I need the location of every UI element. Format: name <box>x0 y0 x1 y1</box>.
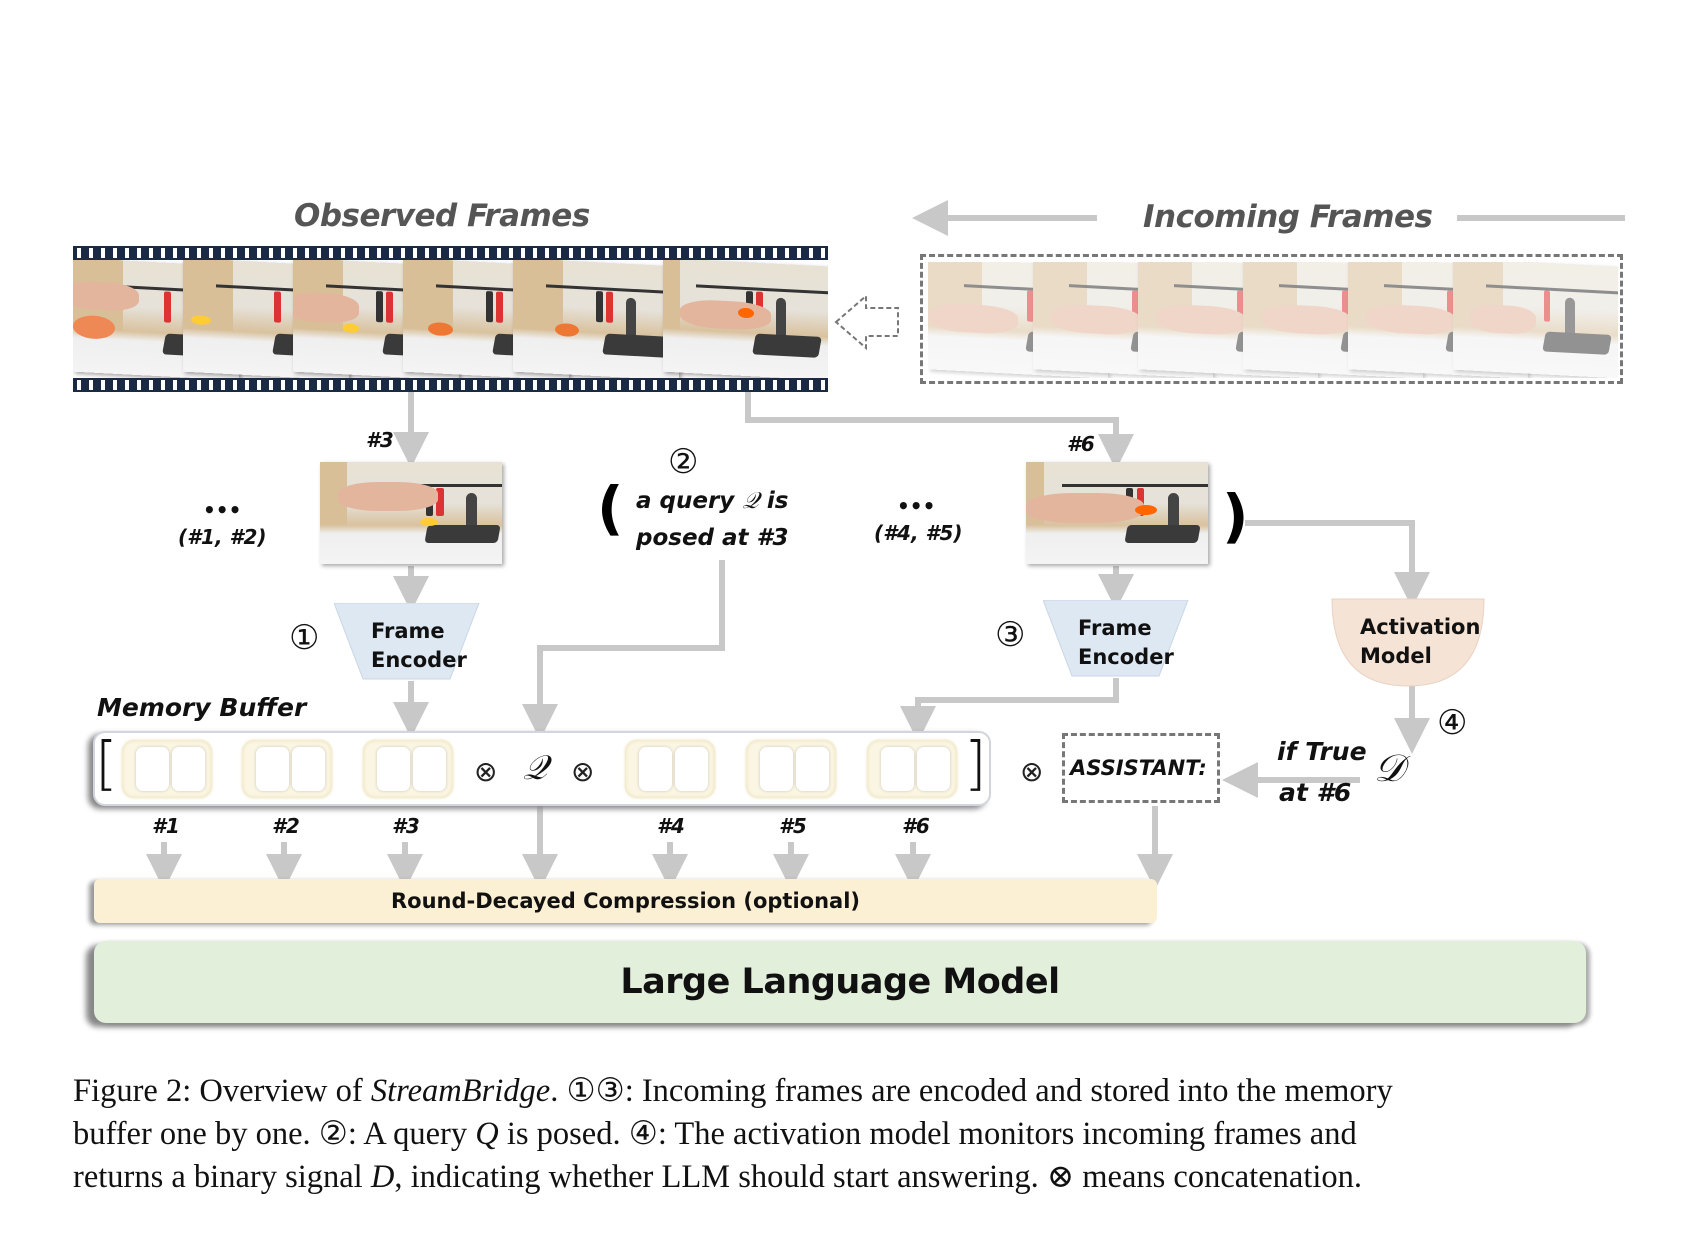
query-text-pre: a query <box>636 488 743 514</box>
caption-text: is posed. ④: The activation model monito… <box>498 1116 1357 1152</box>
caption-text: buffer one by one. ②: A query <box>73 1116 476 1152</box>
token-label: #4 <box>657 814 685 838</box>
caption-text: returns a binary signal <box>73 1159 371 1195</box>
encoder-label-line2: Encoder <box>371 648 467 672</box>
signal-d-symbol: 𝒟 <box>1374 746 1405 790</box>
caption-line-3: returns a binary signal D, indicating wh… <box>73 1156 1393 1199</box>
ellipsis-before: ••• <box>203 498 242 522</box>
incoming-frame <box>1453 262 1618 378</box>
token-label: #5 <box>779 814 807 838</box>
step-2-marker: ② <box>668 442 699 482</box>
memory-buffer-title: Memory Buffer <box>97 693 307 722</box>
frame-token-3 <box>363 740 453 798</box>
activation-model-label: Activation Model <box>1360 613 1480 671</box>
condition-line1: if True <box>1277 737 1367 766</box>
observed-frame-latest <box>663 260 828 378</box>
frame-encoder-1 <box>334 603 480 680</box>
concat-symbol: ⊗ <box>1020 755 1044 788</box>
skipped-frames-between: (#4, #5) <box>874 521 963 545</box>
frame-token-5 <box>746 740 836 798</box>
step-4-marker: ④ <box>1437 703 1468 743</box>
frame-token-4 <box>625 740 715 798</box>
frame-encoder-2-label: Frame Encoder <box>1078 614 1174 672</box>
frame-encoder-1-label: Frame Encoder <box>371 617 467 675</box>
skipped-frames-before: (#1, #2) <box>178 525 267 549</box>
round-decayed-compression-box: Round-Decayed Compression (optional) <box>94 879 1157 923</box>
arrow-to-frame6 <box>745 388 1134 470</box>
query-symbol: 𝒬 <box>742 488 759 514</box>
incoming-frames-box <box>920 254 1623 384</box>
condition-line2: at #6 <box>1279 778 1352 807</box>
encoder-label-line2: Encoder <box>1078 645 1174 669</box>
encoder-label-line1: Frame <box>1078 616 1152 640</box>
frame-token-1 <box>122 740 212 798</box>
ellipsis-between: ••• <box>897 494 936 518</box>
large-language-model-box: Large Language Model <box>94 941 1586 1023</box>
incoming-frames-title: Incoming Frames <box>1143 199 1433 235</box>
query-text-post: is <box>758 488 789 514</box>
assistant-label: ASSISTANT: <box>1070 756 1207 780</box>
llm-label: Large Language Model <box>620 962 1060 1002</box>
arrow-frame-to-activation <box>1245 520 1430 608</box>
caption-text: Figure 2: Overview of <box>73 1073 371 1109</box>
film-strip-top <box>73 246 828 260</box>
activation-label-line2: Model <box>1360 644 1432 668</box>
frame-token-6 <box>867 740 957 798</box>
caption-text: . ①③: Incoming frames are encoded and st… <box>550 1073 1393 1109</box>
frame-token-2 <box>242 740 332 798</box>
incoming-frames-strip <box>928 262 1618 378</box>
query-text-line1: a query 𝒬 is <box>636 488 788 514</box>
query-open-paren: ( <box>597 474 624 542</box>
buffer-query-token: 𝒬 <box>523 748 548 788</box>
compression-label: Round-Decayed Compression (optional) <box>390 889 861 913</box>
concat-symbol: ⊗ <box>474 755 498 788</box>
caption-method-name: StreamBridge <box>370 1073 551 1109</box>
caption-signal-symbol: D <box>370 1159 395 1195</box>
observed-frames-strip <box>73 260 828 378</box>
activation-model <box>1331 598 1485 687</box>
concat-symbol: ⊗ <box>571 755 595 788</box>
caption-text: , indicating whether LLM should start an… <box>394 1159 1362 1195</box>
buffer-open-bracket: [ <box>95 729 118 797</box>
query-text-line2: posed at #3 <box>636 525 789 551</box>
observed-frame <box>513 260 679 378</box>
observed-frames-title: Observed Frames <box>294 198 590 234</box>
token-label: #6 <box>902 814 930 838</box>
step-3-marker: ③ <box>995 615 1026 655</box>
arrow-encoder-to-token6 <box>900 678 1119 742</box>
frame6-close-paren: ) <box>1222 482 1249 550</box>
caption-line-1: Figure 2: Overview of StreamBridge. ①③: … <box>73 1070 1393 1113</box>
step-1-marker: ① <box>289 618 320 658</box>
activation-label-line1: Activation <box>1360 615 1481 639</box>
figure-caption: Figure 2: Overview of StreamBridge. ①③: … <box>73 1070 1393 1199</box>
frame3-thumbnail <box>320 462 502 564</box>
assistant-box <box>1062 733 1220 803</box>
arrow-query-to-buffer <box>522 560 725 740</box>
caption-query-symbol: Q <box>475 1116 499 1152</box>
token-label: #3 <box>392 814 420 838</box>
encoder-label-line1: Frame <box>371 619 445 643</box>
frame-encoder-2 <box>1043 600 1189 677</box>
frame6-label: #6 <box>1067 432 1095 456</box>
token-label: #1 <box>152 814 180 838</box>
frame6-thumbnail <box>1026 462 1208 564</box>
incoming-to-observed-arrow-icon <box>834 293 899 351</box>
caption-line-2: buffer one by one. ②: A query Q is posed… <box>73 1113 1393 1156</box>
token-label: #2 <box>272 814 300 838</box>
frame3-label: #3 <box>366 428 394 452</box>
film-strip-bottom <box>73 378 828 392</box>
buffer-close-bracket: ] <box>964 729 987 797</box>
